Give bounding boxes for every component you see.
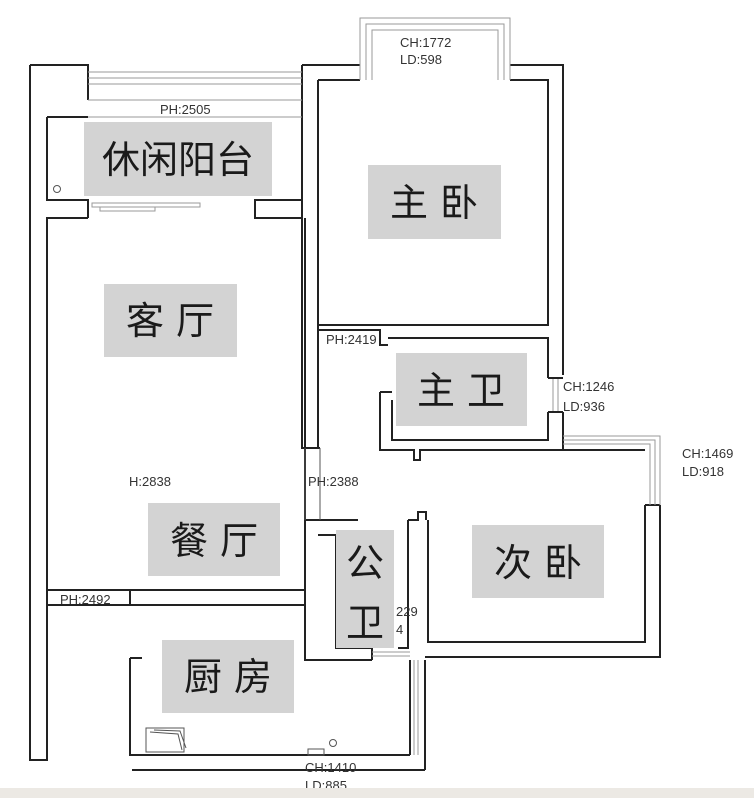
dim-second-bedroom-window-ch: CH:1469	[682, 446, 733, 461]
dim-second-bedroom-window-ld: LD:918	[682, 464, 724, 479]
room-label-living-room: 客 厅	[126, 299, 214, 343]
room-label-public-bath-line2: 卫	[346, 601, 384, 645]
dim-public-bath-partial-2: 4	[396, 622, 403, 637]
room-label-master-bath: 主 卫	[417, 369, 505, 413]
room-label-second-bedroom: 次 卧	[494, 541, 582, 585]
room-label-dining-room: 餐 厅	[170, 519, 258, 563]
kitchen-drain-icon	[329, 739, 337, 747]
footer-strip	[0, 788, 754, 798]
dim-master-bath-window-ld: LD:936	[563, 399, 605, 414]
room-label-balcony: 休闲阳台	[102, 138, 254, 182]
dim-kitchen-ph: PH:2492	[60, 592, 111, 607]
dim-public-bath-partial-1: 229	[396, 604, 418, 619]
dim-master-bath-window-ch: CH:1246	[563, 379, 614, 394]
room-label-public-bath-line1: 公	[346, 541, 384, 585]
dim-living-height: H:2838	[129, 474, 171, 489]
dim-master-window-ld: LD:598	[400, 52, 442, 67]
room-labels: 休闲阳台 主 卧 客 厅 主 卫 餐 厅 公 卫 次 卧 厨 房	[102, 138, 582, 699]
dim-master-bath-ph: PH:2419	[326, 332, 377, 347]
windows	[53, 17, 661, 756]
room-label-master-bedroom: 主 卧	[390, 181, 478, 225]
room-label-kitchen: 厨 房	[184, 655, 272, 699]
dim-master-window-ch: CH:1772	[400, 35, 451, 50]
room-label-backgrounds	[84, 122, 604, 713]
balcony-drain-icon	[53, 185, 61, 193]
dim-kitchen-window-ch: CH:1410	[305, 760, 356, 775]
dim-balcony-ph: PH:2505	[160, 102, 211, 117]
dim-corridor-ph: PH:2388	[308, 474, 359, 489]
